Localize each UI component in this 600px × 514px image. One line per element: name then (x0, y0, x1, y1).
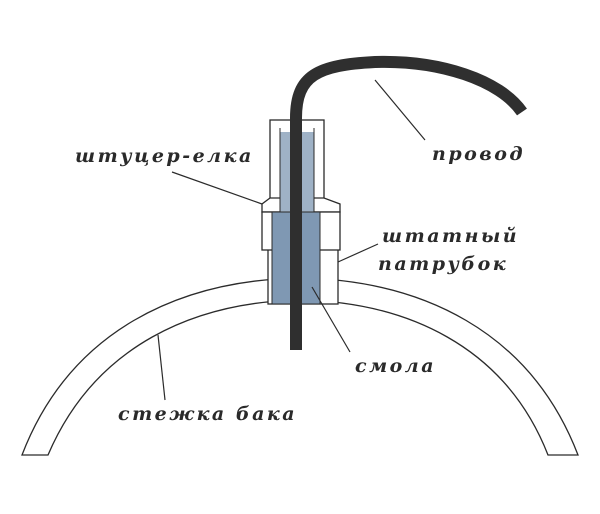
wire (290, 55, 527, 350)
leader-pipe (337, 243, 379, 263)
leader-resin (311, 286, 351, 353)
leader-tank-wall (157, 334, 166, 401)
label-wire: провод (432, 143, 525, 165)
label-fitting: штуцер-елка (75, 145, 254, 167)
tank-wall-arc (21, 277, 579, 456)
leader-wire (374, 79, 426, 141)
label-pipe-line1: штатный (382, 225, 519, 247)
leader-fitting (171, 171, 263, 205)
label-tank-wall: стежка бака (118, 403, 297, 425)
label-pipe-line2: патрубок (378, 253, 508, 275)
label-resin: смола (355, 355, 436, 377)
